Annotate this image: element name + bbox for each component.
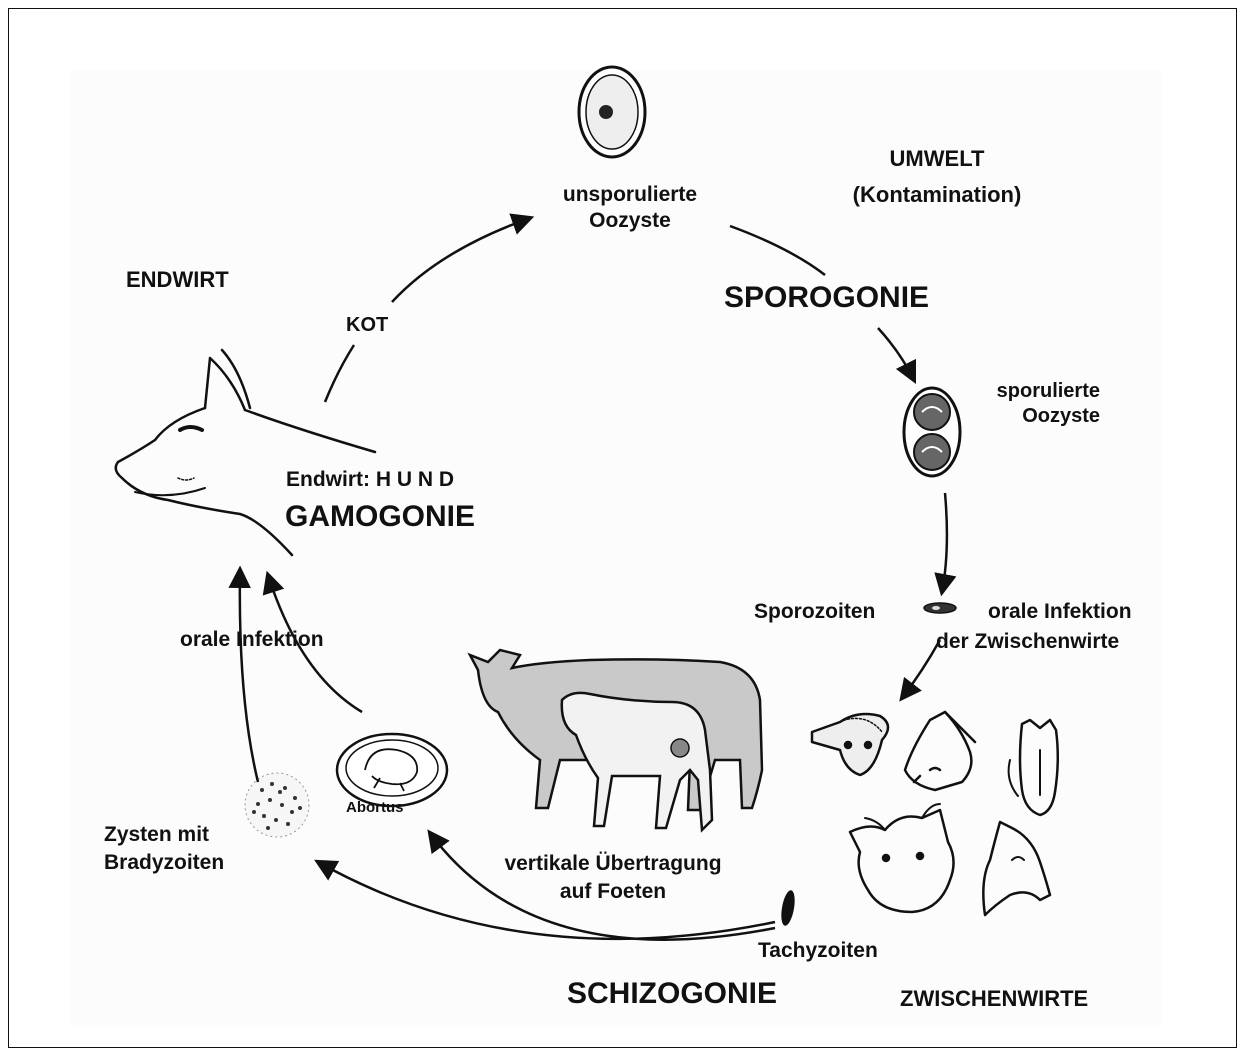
vertical-transmission-line1: vertikale Übertragung [478,851,748,877]
unsporulated-oocyst-line1: unsporulierte [545,182,715,208]
horse-head-icon [1009,720,1058,815]
cysts-label: Zysten mit Bradyzoiten [104,822,224,877]
feces-label: KOT [346,313,388,338]
oral-infection-intermediate-line2: der Zwischenwirte [936,629,1132,655]
oral-infection-intermediate-label: orale Infektion der Zwischenwirte [936,599,1132,656]
arrow-dog-to-kot [325,345,354,402]
unsporulated-oocyst-icon [579,67,645,157]
intermediate-hosts-icon [812,712,1058,915]
vertical-transmission-line2: auf Foeten [478,879,748,905]
arrow-kot-to-oocyst [392,218,530,302]
unsporulated-oocyst-line2: Oozyste [545,208,715,234]
intermediate-hosts-label: ZWISCHENWIRTE [900,985,1088,1013]
sporogony-label: SPOROGONIE [724,279,929,317]
schizogony-label: SCHIZOGONIE [567,975,777,1013]
tachyzoites-label: Tachyzoiten [758,938,878,964]
oral-infection-label: orale Infektion [180,627,324,653]
sporozoites-label: Sporozoiten [754,599,875,625]
final-host-label: ENDWIRT [126,266,229,294]
cow-and-calf-icon [470,650,762,830]
sporulated-oocyst-line1: sporulierte [960,379,1100,404]
abortion-label: Abortus [346,799,404,818]
sporulated-oocyst-icon [904,388,960,476]
goat-head-icon [905,712,975,790]
deer-head-icon [983,822,1050,915]
arrow-sporogony-to-sporulated [878,328,914,380]
tachyzoite-icon [779,889,797,927]
sporulated-oocyst-label: sporulierte Oozyste [960,379,1100,429]
cysts-line1: Zysten mit [104,822,224,848]
unsporulated-oocyst-label: unsporulierte Oozyste [545,182,715,235]
environment-label: UMWELT (Kontamination) [822,145,1052,208]
gamogony-label: GAMOGONIE [285,498,475,536]
arrow-oocyst-to-sporogony [730,226,825,275]
sheep-head-icon [812,714,888,775]
environment-line1: UMWELT [822,145,1052,173]
arrow-infection-to-hosts [902,640,940,698]
arrow-sporulated-to-sporozoite [942,493,947,592]
vertical-transmission-label: vertikale Übertragung auf Foeten [478,851,748,906]
sporulated-oocyst-line2: Oozyste [960,404,1100,429]
arrow-cysts-to-dog [240,570,258,782]
environment-line2: (Kontamination) [822,181,1052,209]
cysts-line2: Bradyzoiten [104,850,224,876]
aborted-fetus-icon [337,734,447,806]
cow-head-icon [850,804,954,912]
final-host-dog-label: Endwirt: H U N D [286,467,454,493]
cyst-icon [245,773,309,837]
oral-infection-intermediate-line1: orale Infektion [988,599,1132,625]
